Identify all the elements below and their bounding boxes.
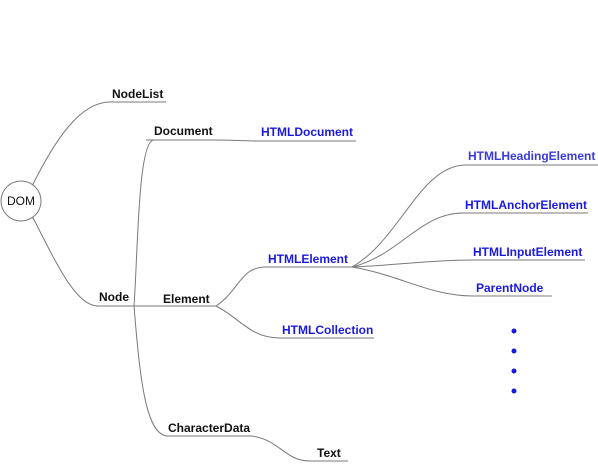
label-nodelist: NodeList bbox=[112, 87, 163, 101]
edge-dom-node bbox=[31, 215, 99, 307]
edge-element-htmlelement bbox=[215, 266, 267, 307]
edge-characterdata-text bbox=[251, 435, 311, 462]
label-parentnode: ParentNode bbox=[476, 281, 544, 295]
label-node: Node bbox=[99, 290, 129, 304]
edge-htmlelement-input bbox=[351, 259, 472, 268]
ellipsis-dot bbox=[511, 328, 517, 334]
edge-htmlelement-parentnode bbox=[351, 266, 474, 297]
label-characterdata: CharacterData bbox=[168, 421, 250, 435]
label-htmlelement: HTMLElement bbox=[268, 252, 348, 266]
label-element: Element bbox=[163, 292, 210, 306]
edge-htmlelement-anchor bbox=[351, 212, 464, 268]
label-htmlcollection: HTMLCollection bbox=[282, 323, 373, 337]
edge-element-htmlcollection bbox=[215, 305, 281, 339]
label-document: Document bbox=[154, 124, 213, 138]
ellipsis-dot bbox=[511, 348, 517, 354]
edges bbox=[31, 101, 474, 462]
label-text: Text bbox=[317, 446, 341, 460]
edge-document-htmldocument bbox=[213, 139, 261, 142]
root-node: DOM bbox=[0, 180, 42, 222]
ellipsis-dot bbox=[511, 368, 517, 374]
edge-htmlelement-heading bbox=[351, 164, 467, 268]
label-htmlheadingelement: HTMLHeadingElement bbox=[468, 149, 595, 163]
root-circle bbox=[0, 180, 42, 222]
node-labels: NodeList Document HTMLDocument Node Elem… bbox=[99, 87, 595, 460]
root-label: DOM bbox=[7, 194, 35, 208]
label-underlines bbox=[96, 101, 598, 462]
label-htmlinputelement: HTMLInputElement bbox=[473, 245, 582, 259]
edge-dom-nodelist bbox=[31, 101, 111, 187]
edge-node-characterdata bbox=[133, 305, 169, 437]
ellipsis-dots bbox=[511, 328, 517, 394]
ellipsis-dot bbox=[511, 388, 517, 394]
edge-node-document bbox=[133, 139, 155, 307]
label-htmlanchorelement: HTMLAnchorElement bbox=[465, 198, 587, 212]
label-htmldocument: HTMLDocument bbox=[261, 125, 353, 139]
